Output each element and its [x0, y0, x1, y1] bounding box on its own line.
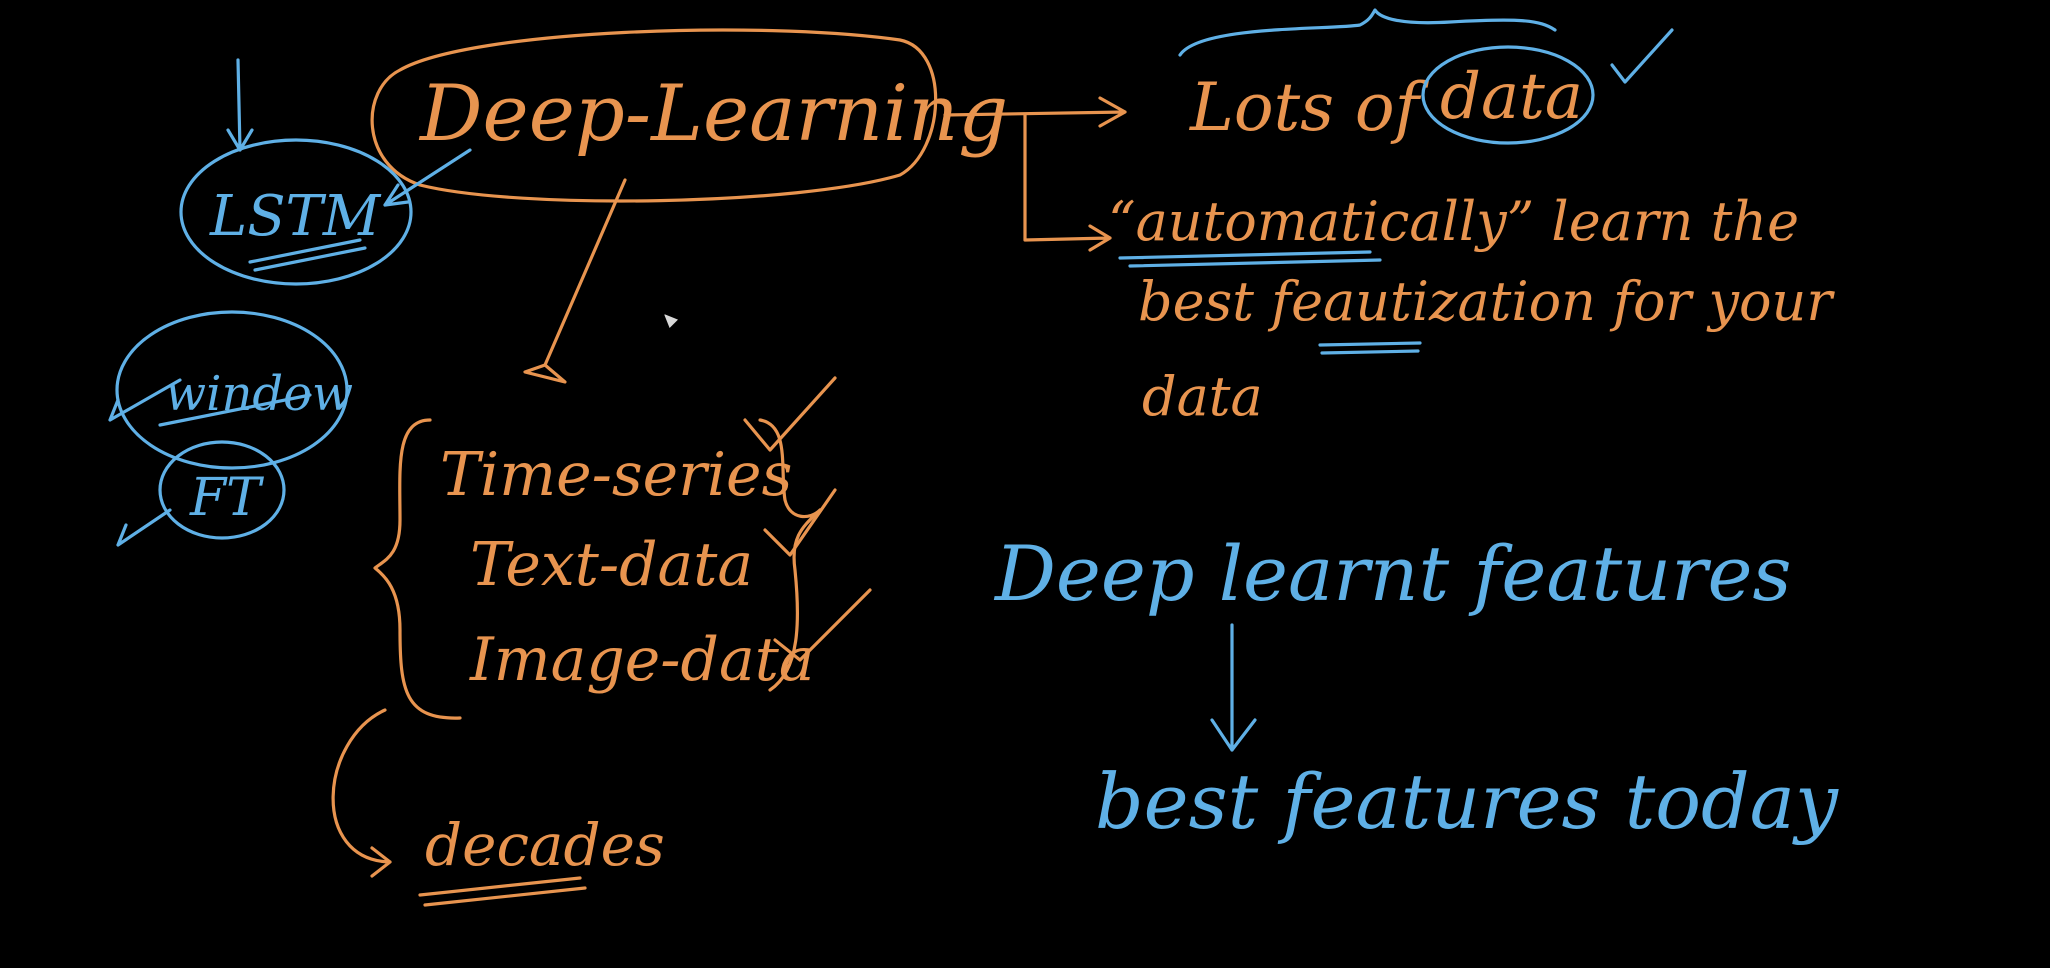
- left-brace: [373, 418, 462, 720]
- text-data-label: Text-data: [470, 530, 753, 600]
- data-circle: [1421, 45, 1595, 145]
- automatically-line3: data: [1142, 365, 1263, 428]
- lstm-circle: [179, 138, 413, 286]
- ft-arrow: [116, 508, 172, 547]
- check-mark-3: [773, 588, 872, 662]
- down-arrow-to-lstm: [226, 58, 254, 152]
- automatically-underline: [1118, 250, 1382, 268]
- arrow-to-best-features: [1210, 623, 1257, 752]
- time-series-label: Time-series: [440, 440, 792, 510]
- check-mark-2: [763, 488, 837, 557]
- window-underline: [158, 393, 312, 427]
- feautization-underline: [1318, 341, 1422, 355]
- lstm-underline: [248, 238, 367, 272]
- lstm-label: LSTM: [209, 184, 382, 249]
- window-label: window: [165, 366, 353, 422]
- automatically-line1: “automatically” learn the: [1108, 190, 1799, 253]
- arrow-to-data-types: [523, 178, 627, 384]
- deep-learnt-features-label: Deep learnt features: [993, 529, 1791, 618]
- top-brace: [1178, 8, 1557, 57]
- arrow-to-decades: [331, 708, 392, 878]
- arrow-to-lstm: [383, 148, 472, 207]
- data-check-mark: [1610, 28, 1674, 84]
- decades-label: decades: [425, 811, 665, 879]
- arrow-to-lots-of-data: [943, 96, 1127, 128]
- data-label: data: [1440, 60, 1583, 134]
- window-arrow: [108, 378, 182, 422]
- check-mark-1: [743, 376, 837, 452]
- image-data-label: Image-data: [469, 625, 815, 695]
- deep-learning-oval: [370, 28, 938, 203]
- best-features-today-label: best features today: [1095, 757, 1839, 846]
- deep-learning-label: Deep-Learning: [418, 69, 1008, 159]
- window-circle: [115, 310, 349, 470]
- ft-circle: [158, 440, 286, 540]
- decades-underline: [418, 876, 587, 907]
- ft-label: FT: [189, 468, 264, 528]
- automatically-line2: best feautization for your: [1138, 270, 1835, 333]
- arrow-to-automatically: [1023, 113, 1112, 252]
- lots-of-label: Lots of: [1189, 69, 1430, 146]
